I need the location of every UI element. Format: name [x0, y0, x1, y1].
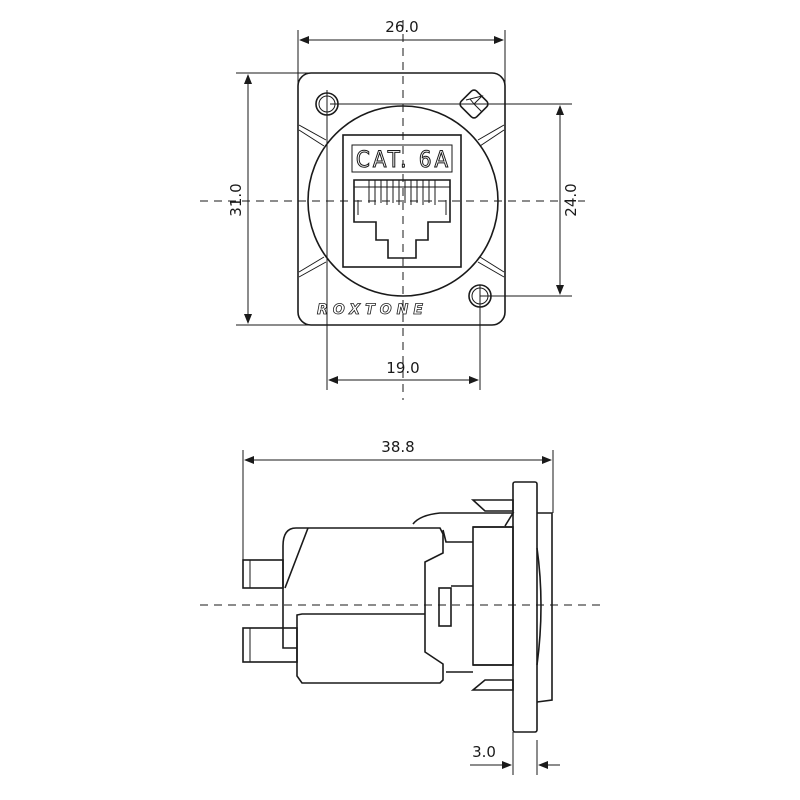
mounting-plate: [297, 72, 506, 326]
brand-logo: ROXTONE: [317, 302, 423, 318]
dimension-width: 26.0: [297, 18, 506, 90]
upper-pin: [242, 559, 284, 589]
lower-pin: [242, 627, 298, 663]
brand-diamond-icon: [459, 89, 489, 119]
dimension-hole-vertical: 24.0: [330, 103, 580, 297]
cat-label: CAT. 6A: [356, 148, 448, 173]
dimension-depth-label: 38.8: [381, 438, 414, 456]
housing-step: [442, 529, 473, 673]
dimension-hole-horizontal: 19.0: [326, 90, 481, 390]
flange: [512, 481, 538, 733]
connector-body: [282, 527, 444, 684]
retaining-clips: [412, 499, 515, 691]
rj45-contacts: [368, 180, 436, 205]
dimension-height: 31.0: [227, 72, 320, 326]
side-view: 38.8 3.0: [200, 438, 600, 775]
cat-label-box: [351, 144, 453, 173]
round-housing: [307, 105, 499, 297]
rj45-port: [353, 179, 451, 259]
dimension-depth: 38.8: [242, 438, 554, 560]
latch-window: [438, 587, 452, 627]
dimension-flange: 3.0: [470, 732, 560, 775]
front-face: [536, 512, 553, 703]
housing-block: [472, 526, 514, 666]
corner-ribs: [298, 124, 505, 278]
dimension-width-label: 26.0: [385, 18, 418, 36]
dimension-height-label: 31.0: [227, 183, 245, 216]
dimension-hole-vertical-label: 24.0: [562, 183, 580, 216]
dimension-flange-label: 3.0: [472, 743, 496, 761]
dimension-hole-horizontal-label: 19.0: [386, 359, 419, 377]
jack-insert: [342, 134, 462, 268]
body-edge: [282, 527, 309, 649]
front-view: CAT. 6A ROXTONE 26.0 31.0 24.0: [200, 18, 585, 400]
port-detail: [354, 186, 450, 215]
